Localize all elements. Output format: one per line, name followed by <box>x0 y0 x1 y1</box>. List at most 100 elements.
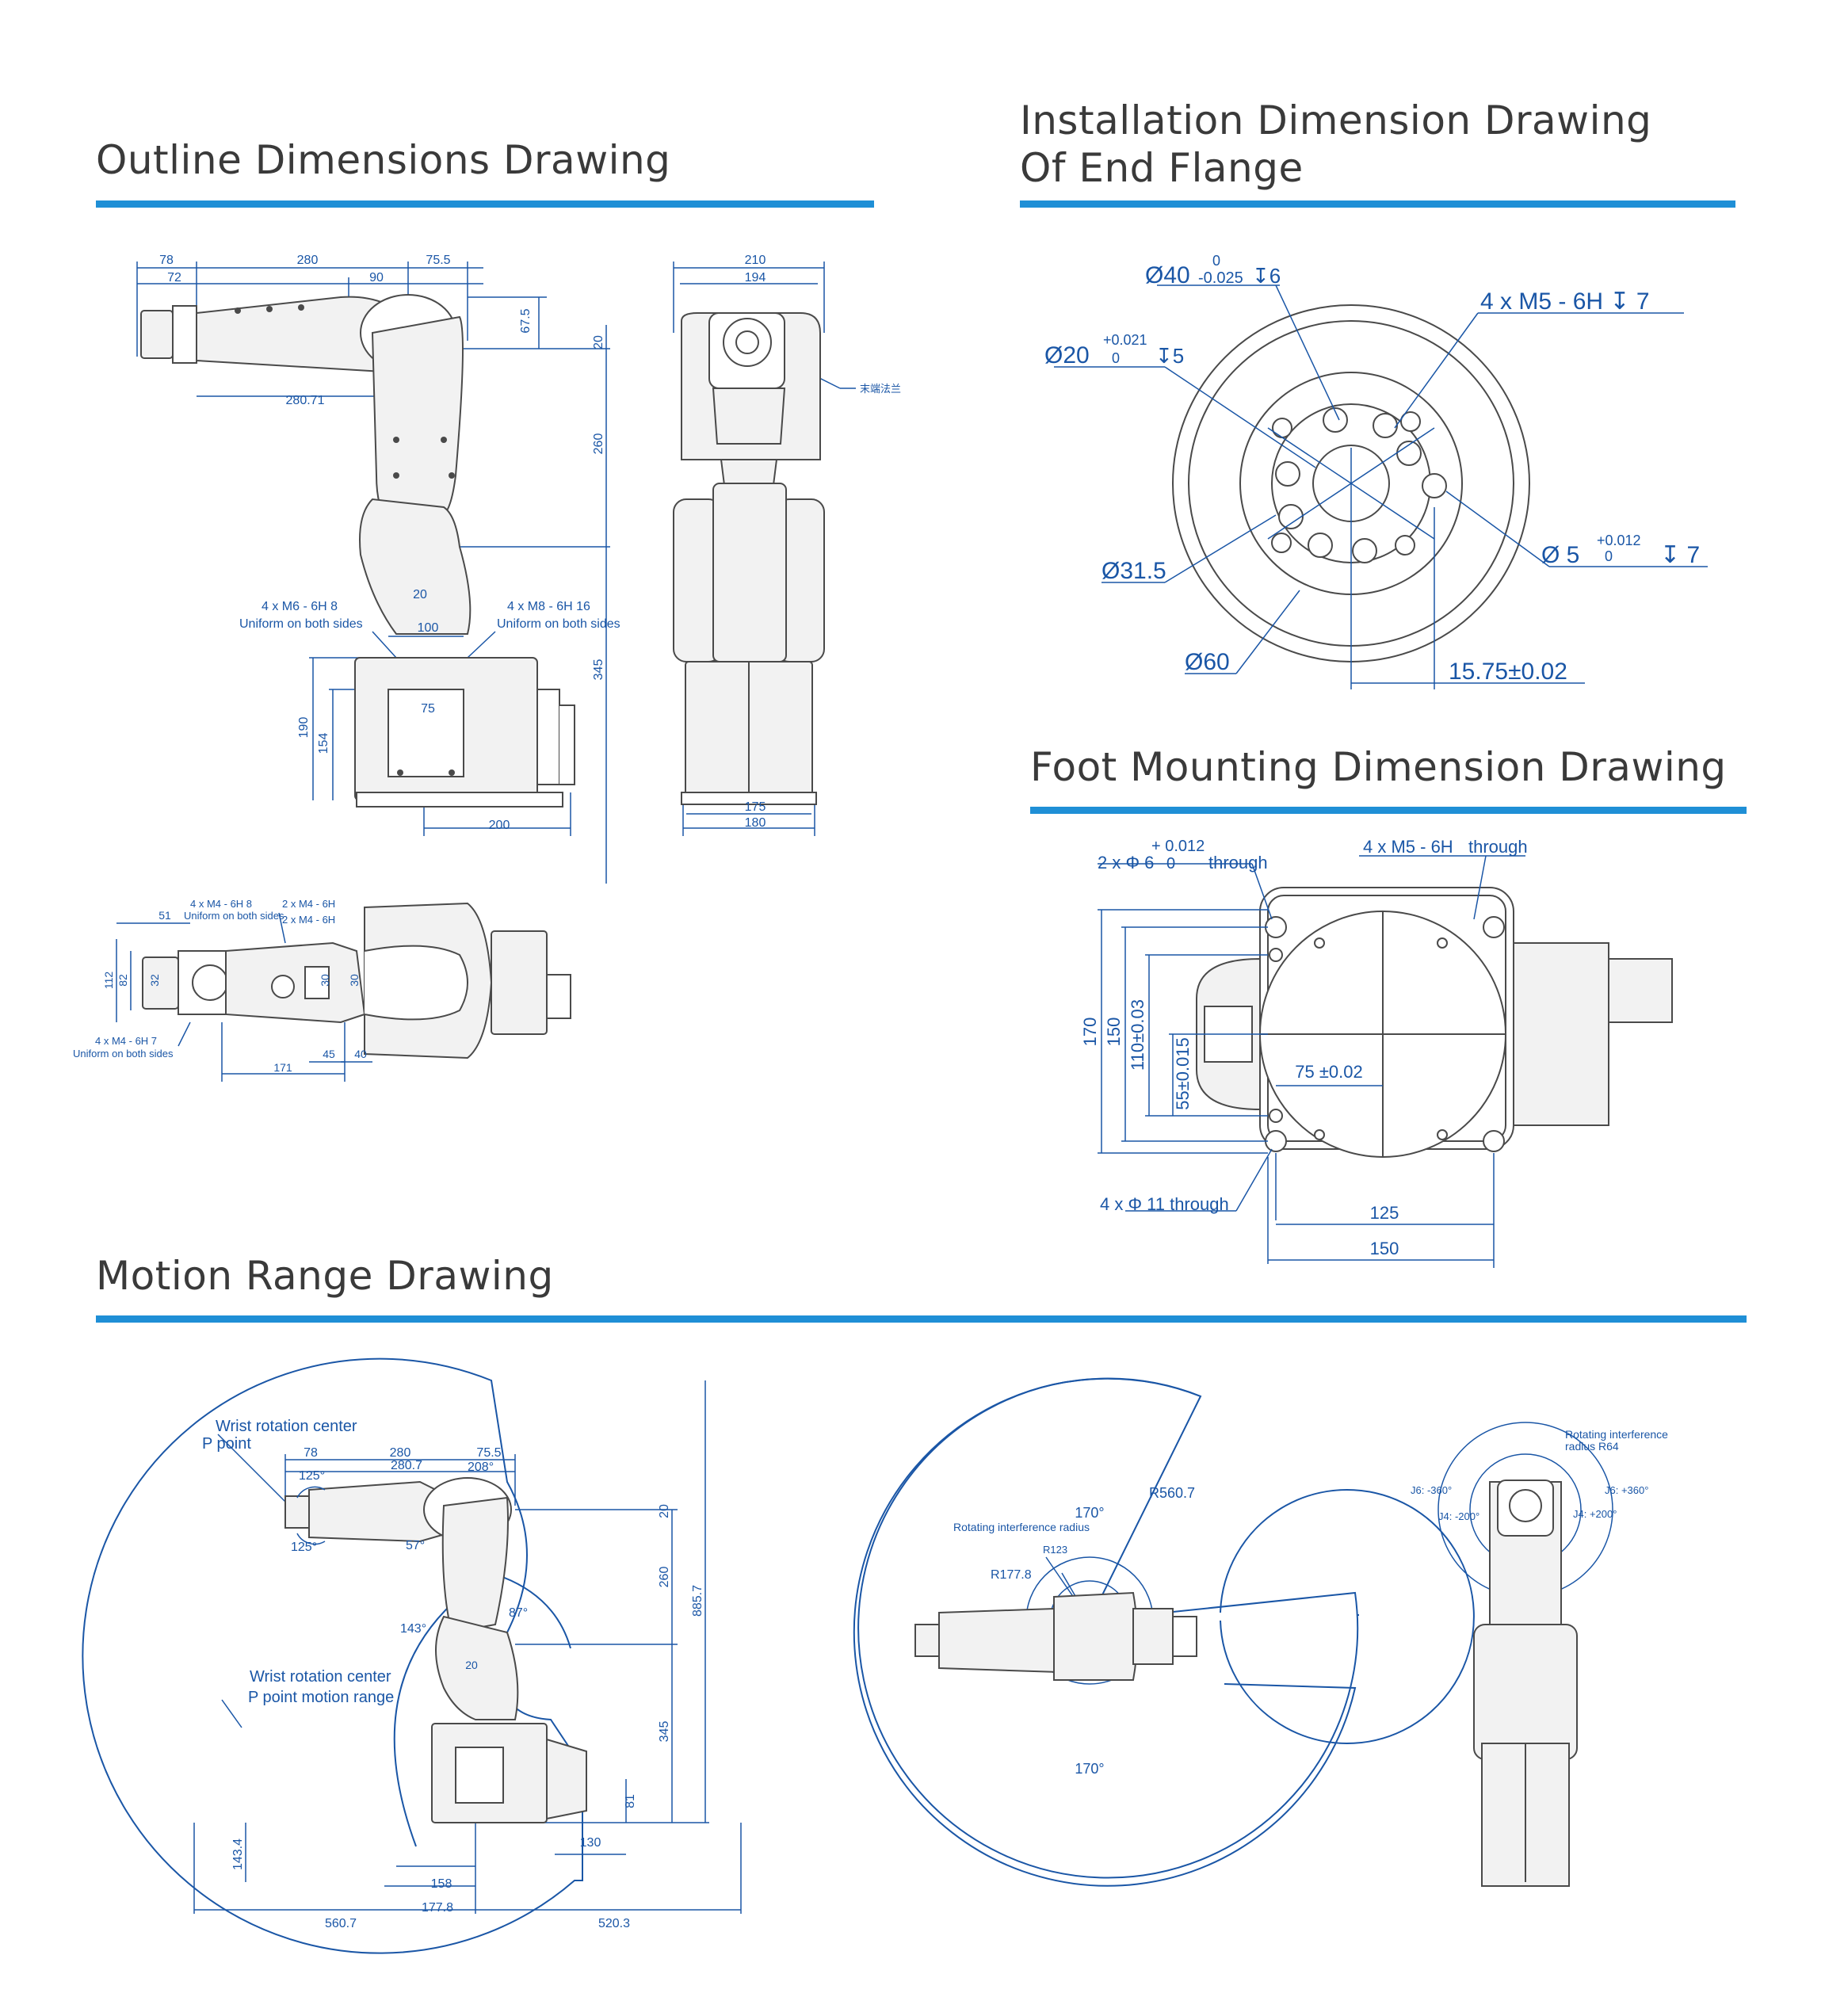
motion-side-dim-20-small: 20 <box>465 1659 478 1671</box>
motion-side-view: Wrist rotation center P point Wrist rota… <box>82 1357 742 1954</box>
outline-front-dim-75-5: 75.5 <box>426 254 450 267</box>
motion-angle-208: 208° <box>468 1460 494 1474</box>
flange-d60: Ø60 <box>1185 649 1230 675</box>
motion-side-dim-520-3: 520.3 <box>598 1917 630 1930</box>
flange-d40: Ø40 <box>1145 262 1190 288</box>
flange-d40-tol-upper: 0 <box>1212 253 1220 269</box>
foot-dim-75: 75 ±0.02 <box>1295 1062 1362 1082</box>
motion-end-view: Rotating interference radius R64 J6: -36… <box>1411 1422 1668 1887</box>
outline-side-flange-label: 末端法兰 <box>860 383 901 395</box>
foot-title: Foot Mounting Dimension Drawing <box>1030 744 1727 790</box>
motion-angle-125-top: 125° <box>299 1469 325 1483</box>
foot-dim-55: 55±0.015 <box>1173 1037 1193 1110</box>
outline-top-dim-32: 32 <box>148 974 161 987</box>
flange-title-line1: Installation Dimension Drawing <box>1020 97 1652 143</box>
flange-d20-tol-lower: 0 <box>1112 350 1120 366</box>
outline-top-dim-51: 51 <box>158 909 171 922</box>
motion-top-interference: Rotating interference radius <box>953 1521 1090 1533</box>
flange-drawing: Ø40 0 -0.025 ↧6 Ø20 +0.021 0 ↧5 4 x M5 -… <box>1044 253 1708 689</box>
motion-side-dim-81: 81 <box>624 1794 637 1808</box>
motion-angle-87: 87° <box>509 1606 528 1620</box>
flange-title-line2: Of End Flange <box>1020 145 1304 191</box>
motion-title: Motion Range Drawing <box>96 1253 554 1299</box>
motion-end-interference-2: radius R64 <box>1565 1440 1619 1453</box>
outline-front-dim-200: 200 <box>489 819 510 832</box>
flange-d5: Ø 5 <box>1541 542 1579 568</box>
outline-front-dim-280-71: 280.71 <box>286 394 325 407</box>
motion-wrist-range-1: Wrist rotation center <box>250 1668 391 1686</box>
outline-side-dim-175: 175 <box>745 800 766 814</box>
outline-front-note-right-2: Uniform on both sides <box>497 617 620 631</box>
flange-offset: 15.75±0.02 <box>1449 659 1567 685</box>
motion-side-dim-143-4: 143.4 <box>231 1838 245 1870</box>
foot-dim-170: 170 <box>1080 1018 1100 1047</box>
motion-side-dim-177-8: 177.8 <box>422 1901 453 1915</box>
foot-pin-tol-upper: + 0.012 <box>1151 838 1205 855</box>
flange-title-rule <box>1020 200 1735 208</box>
flange-d5-tol-upper: +0.012 <box>1597 533 1641 548</box>
outline-front-note-right-1: 4 x M8 - 6H 16 <box>507 600 590 613</box>
motion-side-dim-885-7: 885.7 <box>691 1585 704 1617</box>
outline-title-rule <box>96 200 874 208</box>
foot-dim-150-h: 150 <box>1370 1239 1399 1258</box>
motion-wrist-range-2: P point motion range <box>248 1689 394 1706</box>
outline-top-dim-112: 112 <box>102 972 115 990</box>
outline-front-dim-67-5: 67.5 <box>519 308 533 333</box>
motion-angle-143: 143° <box>400 1622 426 1636</box>
motion-top-r123: R123 <box>1043 1544 1067 1556</box>
motion-side-dim-560-7: 560.7 <box>325 1917 357 1930</box>
foot-drawing: 2 x Φ 6 + 0.012 0 through 4 x M5 - 6H th… <box>1080 837 1673 1268</box>
outline-front-dim-280: 280 <box>297 254 319 267</box>
motion-end-j4-neg: J4: -200° <box>1438 1510 1479 1522</box>
outline-top-view: 4 x M4 - 6H 8 Uniform on both sides 2 x … <box>73 898 571 1082</box>
foot-dim-125: 125 <box>1370 1203 1399 1223</box>
motion-wrist-center-2: P point <box>202 1435 251 1453</box>
motion-end-interference-1: Rotating interference <box>1565 1428 1668 1441</box>
outline-top-note-a1: 4 x M4 - 6H 8 <box>190 898 252 910</box>
foot-dim-150-v: 150 <box>1104 1018 1124 1047</box>
motion-end-j4-pos: J4: +200° <box>1573 1508 1617 1520</box>
flange-d40-depth: ↧6 <box>1252 264 1281 288</box>
motion-side-dim-20: 20 <box>658 1504 671 1518</box>
outline-front-dim-190: 190 <box>297 717 311 739</box>
outline-side-dim-194: 194 <box>745 271 766 284</box>
motion-side-dim-158: 158 <box>431 1877 452 1891</box>
foot-pin-through: through <box>1208 853 1268 872</box>
outline-top-note-b1: 2 x M4 - 6H <box>282 898 335 910</box>
motion-top-view: 170° R560.7 Rotating interference radius… <box>853 1377 1475 1887</box>
motion-angle-57: 57° <box>406 1539 425 1552</box>
foot-pin-tol-lower: 0 <box>1166 855 1175 872</box>
outline-side-dim-210: 210 <box>745 254 766 267</box>
foot-pin-label: 2 x Φ 6 <box>1098 853 1154 872</box>
outline-top-note-a2: Uniform on both sides <box>184 910 284 922</box>
motion-side-dim-280: 280 <box>390 1446 411 1460</box>
flange-d40-tol-lower: -0.025 <box>1198 269 1243 287</box>
outline-front-dim-72: 72 <box>167 271 181 284</box>
foot-hole-note: 4 x Φ 11 through <box>1100 1194 1229 1214</box>
outline-front-view: 78 280 75.5 72 90 67.5 20 260 345 280.71… <box>136 254 620 884</box>
outline-front-dim-20: 20 <box>592 335 605 349</box>
outline-front-dim-20-small: 20 <box>413 588 427 601</box>
motion-top-angle-170-top: 170° <box>1075 1505 1104 1521</box>
motion-side-dim-280-7: 280.7 <box>391 1459 422 1472</box>
outline-front-dim-260: 260 <box>592 433 605 455</box>
outline-top-note-c1: 4 x M4 - 6H 7 <box>95 1035 157 1047</box>
outline-front-dim-100: 100 <box>418 621 439 635</box>
outline-top-dim-30b: 30 <box>348 974 361 987</box>
outline-front-dim-90: 90 <box>369 271 384 284</box>
motion-top-r177: R177.8 <box>991 1568 1032 1582</box>
motion-top-r560: R560.7 <box>1149 1485 1195 1501</box>
outline-front-dim-75: 75 <box>421 702 435 716</box>
outline-side-view: 末端法兰 210 194 175 180 <box>673 254 901 836</box>
flange-d31: Ø31.5 <box>1101 558 1166 584</box>
outline-front-dim-154: 154 <box>317 733 330 754</box>
motion-title-rule <box>96 1315 1747 1323</box>
outline-front-note-left-2: Uniform on both sides <box>239 617 363 631</box>
flange-m5: 4 x M5 - 6H ↧ 7 <box>1480 288 1650 315</box>
outline-front-note-left-1: 4 x M6 - 6H 8 <box>262 600 338 613</box>
outline-front-dim-345: 345 <box>592 659 605 681</box>
motion-angle-125-bottom: 125° <box>291 1541 317 1554</box>
outline-top-dim-45: 45 <box>323 1048 335 1060</box>
outline-front-dim-78: 78 <box>159 254 174 267</box>
